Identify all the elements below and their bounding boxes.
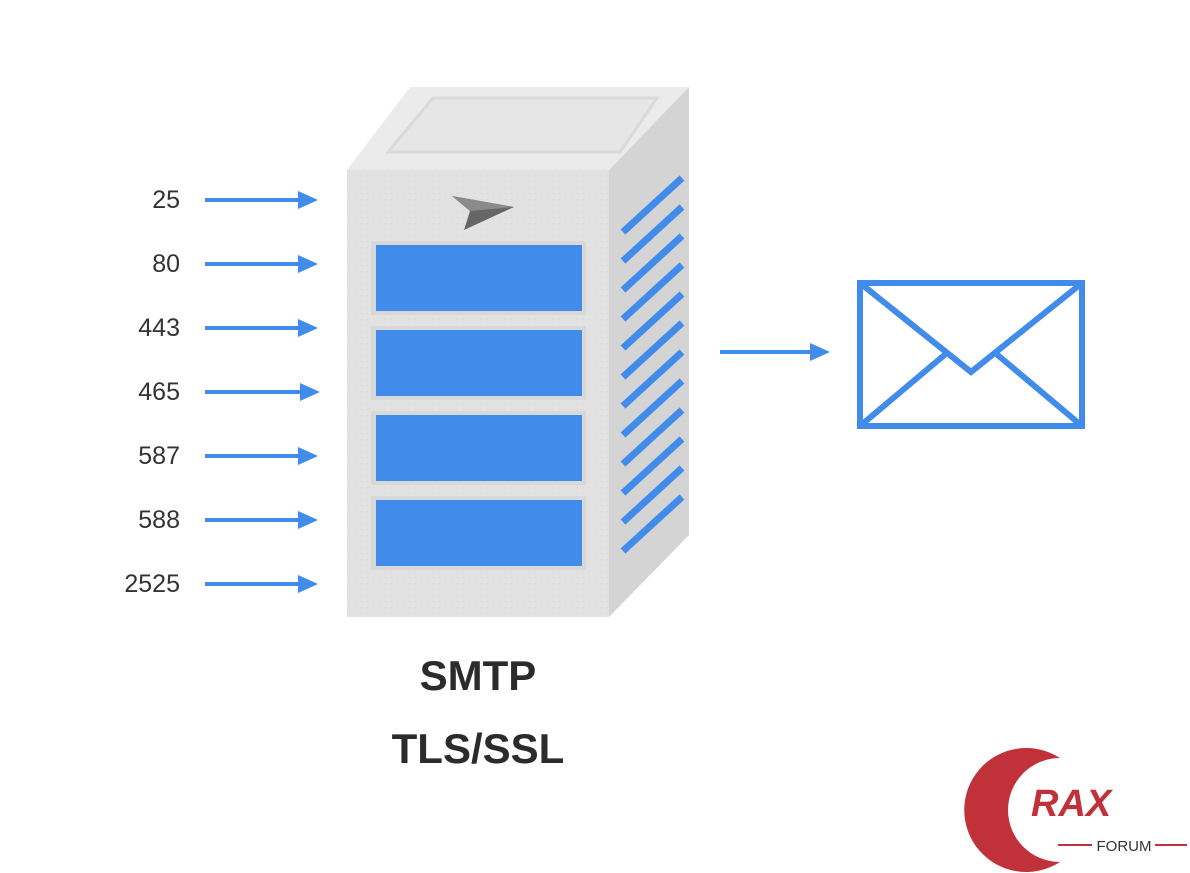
- arrow-right-icon: [205, 511, 318, 529]
- arrow-right-icon: [205, 255, 318, 273]
- logo-brand: RAX: [1031, 783, 1114, 825]
- logo-sub: FORUM: [1097, 838, 1152, 855]
- port-label: 25: [152, 186, 180, 214]
- caption-protocol: SMTP: [420, 652, 537, 699]
- port-label: 2525: [124, 570, 180, 598]
- envelope-icon: [857, 280, 1085, 429]
- port-item: 2525: [124, 570, 318, 598]
- port-list: 25 80 443 465: [124, 186, 320, 598]
- arrow-right-icon: [205, 383, 320, 401]
- port-item: 25: [152, 186, 318, 214]
- arrow-right-icon: [205, 447, 318, 465]
- arrow-right-icon: [205, 319, 318, 337]
- port-label: 465: [138, 378, 180, 406]
- port-item: 588: [138, 506, 318, 534]
- port-label: 80: [152, 250, 180, 278]
- port-item: 443: [138, 314, 318, 342]
- arrow-right-icon: [720, 343, 830, 361]
- port-item: 80: [152, 250, 318, 278]
- server-bays: [371, 241, 586, 570]
- server-vents: [620, 175, 685, 554]
- port-item: 465: [138, 378, 320, 406]
- paper-plane-icon: [452, 196, 514, 230]
- port-label: 443: [138, 314, 180, 342]
- port-label: 588: [138, 506, 180, 534]
- port-label: 587: [138, 442, 180, 470]
- arrow-right-icon: [205, 575, 318, 593]
- forum-logo: RAX FORUM: [964, 748, 1187, 872]
- port-item: 587: [138, 442, 318, 470]
- caption-security: TLS/SSL: [392, 725, 565, 772]
- arrow-right-icon: [205, 191, 318, 209]
- server-tower-icon: [347, 87, 689, 617]
